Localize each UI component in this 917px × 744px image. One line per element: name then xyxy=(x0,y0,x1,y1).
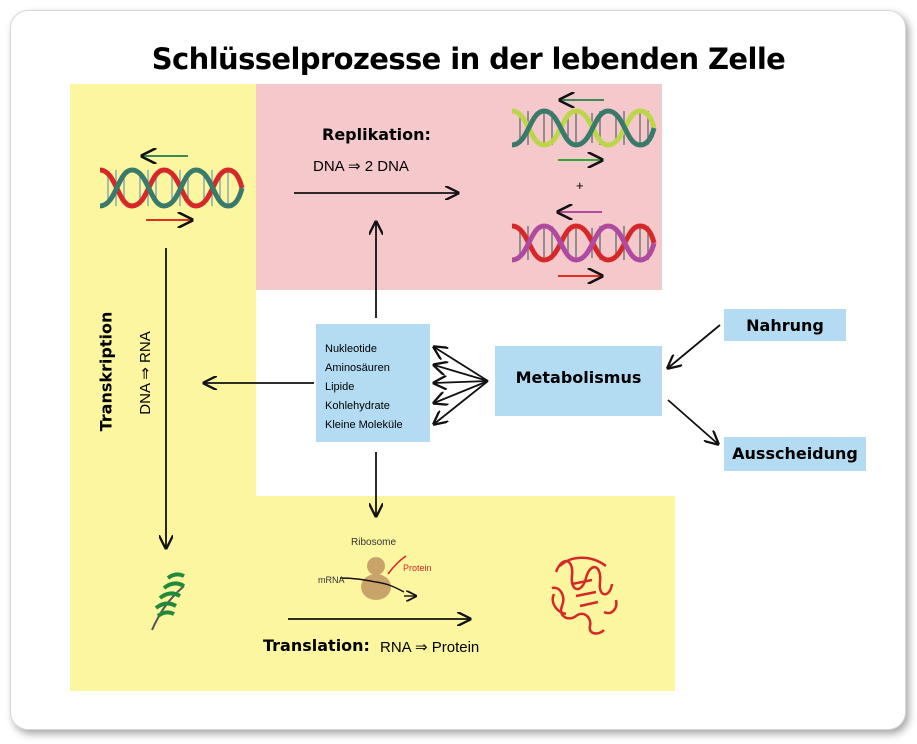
food-arrow xyxy=(668,324,721,368)
metabolism-fan-arrows xyxy=(434,347,489,424)
translation-equation: RNA ⇒ Protein xyxy=(380,639,480,656)
excretion-arrow xyxy=(667,399,718,444)
molecules-list: Nukleotide Aminosäuren Lipide Kohlehydra… xyxy=(325,340,403,435)
replication-equation: DNA ⇒ 2 DNA xyxy=(313,158,409,175)
transcription-label: Transkription xyxy=(96,311,116,432)
molecule-item: Kohlehydrate xyxy=(325,400,390,412)
translation-label: Translation: xyxy=(263,636,370,655)
food-label: Nahrung xyxy=(746,316,824,335)
molecule-item: Lipide xyxy=(325,381,355,393)
molecule-item: Aminosäuren xyxy=(325,362,390,374)
metabolism-box xyxy=(495,346,662,416)
protein-label: Protein xyxy=(403,563,432,573)
molecules-box xyxy=(316,324,430,442)
page-title: Schlüsselprozesse in der lebenden Zelle xyxy=(151,42,786,76)
mrna-icon xyxy=(151,572,186,631)
dna-replica-2-icon xyxy=(511,212,657,276)
food-box xyxy=(724,309,846,341)
replication-label: Replikation: xyxy=(322,125,431,144)
ribosome-icon xyxy=(339,555,416,600)
dna-helix-icon xyxy=(99,156,245,220)
dna-replica-1-icon xyxy=(511,100,657,160)
transcription-equation: DNA ⇒ RNA xyxy=(137,331,154,415)
molecule-item: Kleine Moleküle xyxy=(325,419,403,431)
mrna-label: mRNA xyxy=(318,575,345,585)
ribosome-label: Ribosome xyxy=(351,537,397,548)
molecule-item: Nukleotide xyxy=(325,343,377,355)
excretion-label: Ausscheidung xyxy=(732,444,858,463)
yellow-region-left xyxy=(70,84,256,691)
metabolism-label: Metabolismus xyxy=(515,368,642,387)
replication-plus: + xyxy=(576,178,584,193)
excretion-box xyxy=(724,437,866,471)
protein-icon xyxy=(551,556,618,635)
